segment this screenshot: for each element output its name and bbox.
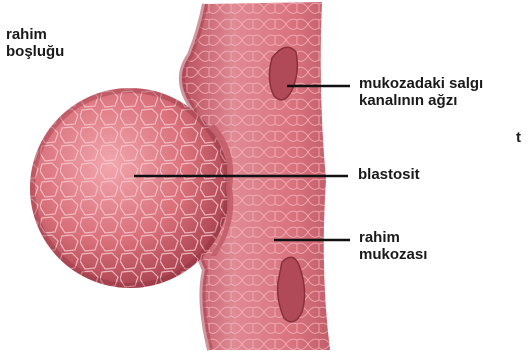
label-uterine-mucosa-line1: rahim [359,229,427,246]
label-uterine-cavity-line1: rahim [6,26,64,43]
label-uterine-mucosa: rahim mukozası [359,229,427,263]
label-uterine-mucosa-line2: mukozası [359,246,427,263]
label-gland-opening: mukozadaki salgı kanalının ağzı [359,75,483,109]
label-stray-letter: t [516,129,521,146]
label-gland-opening-line2: kanalının ağzı [359,92,483,109]
label-stray-letter-text: t [516,129,521,146]
label-blastocyst: blastosit [358,166,420,183]
label-blastocyst-text: blastosit [358,166,420,183]
label-gland-opening-line1: mukozadaki salgı [359,75,483,92]
label-uterine-cavity-line2: boşluğu [6,43,64,60]
label-uterine-cavity: rahim boşluğu [6,26,64,60]
